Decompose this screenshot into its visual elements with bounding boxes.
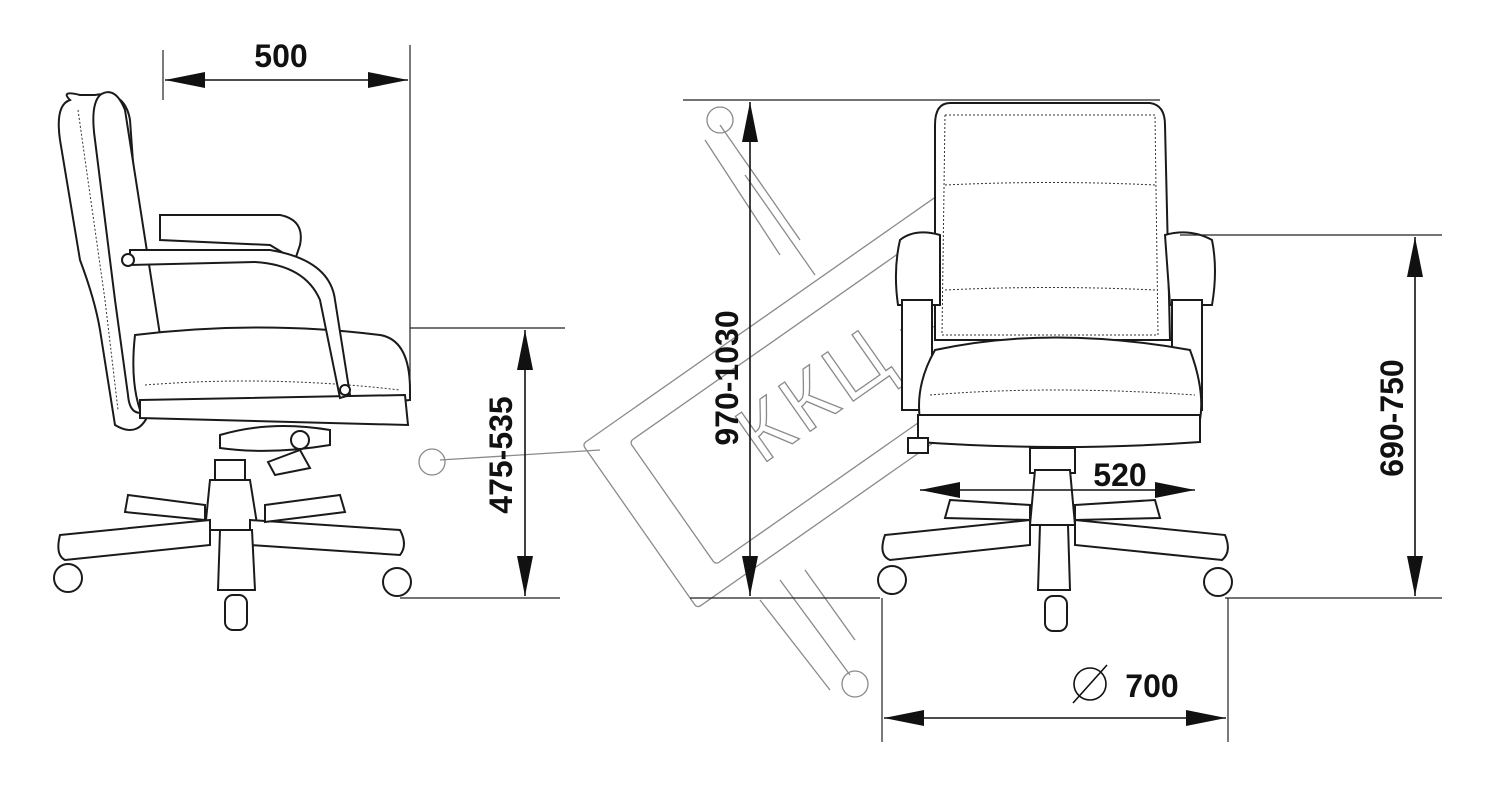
- armrest-height-label: 690-750: [1374, 359, 1410, 476]
- seat-height-label: 475-535: [483, 396, 519, 513]
- total-height-label: 970-1030: [709, 310, 745, 445]
- base-diameter-label: 700: [1125, 668, 1178, 704]
- dimension-lines: [165, 72, 1423, 726]
- seat-depth-label: 500: [254, 38, 307, 74]
- seat-width-label: 520: [1093, 457, 1146, 493]
- chair-front-view: [877, 102, 1233, 632]
- extension-lines: [162, 45, 1442, 742]
- svg-text:ККЦ: ККЦ: [720, 309, 911, 480]
- chair-side-view: [53, 91, 412, 631]
- diameter-symbol-icon: [1073, 667, 1107, 701]
